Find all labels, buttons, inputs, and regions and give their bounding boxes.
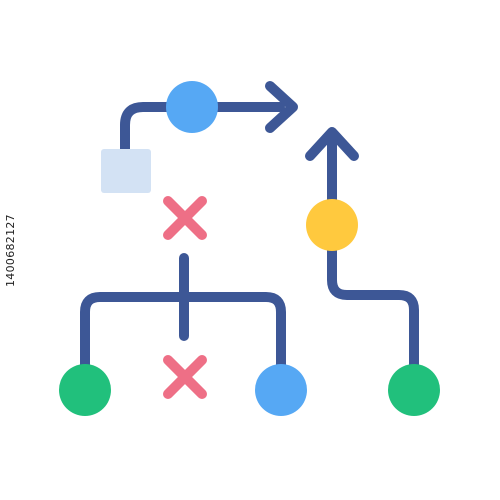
- arrow-right-icon: [265, 81, 298, 133]
- yellow-node: [306, 199, 358, 251]
- green-node-right: [388, 364, 440, 416]
- green-node-left: [59, 364, 111, 416]
- start-square: [101, 149, 151, 193]
- right-connector-line: [327, 135, 419, 375]
- branch-connector-line: [80, 292, 286, 375]
- cross-icon-lower: [163, 355, 207, 399]
- arrow-up-icon: [305, 127, 359, 161]
- top-connector-line: [120, 102, 285, 155]
- blue-node-top: [166, 81, 218, 133]
- cross-icon-upper: [163, 196, 207, 240]
- blue-node-bottom: [255, 364, 307, 416]
